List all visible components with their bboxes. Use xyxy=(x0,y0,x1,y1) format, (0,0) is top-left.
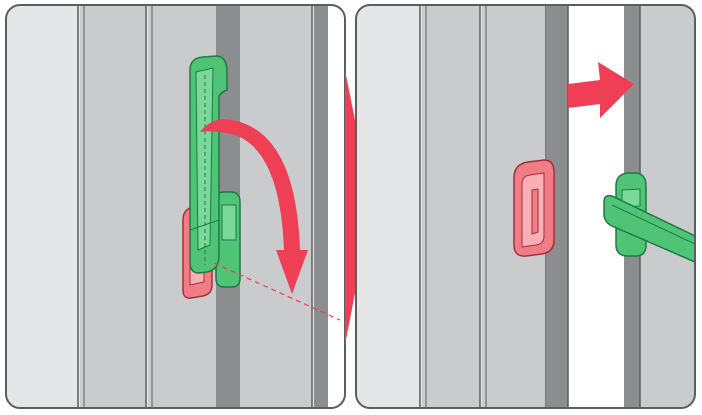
step-1-panel xyxy=(5,4,346,409)
frame-profile-outer xyxy=(356,5,420,408)
frame-profile-outer xyxy=(6,5,78,408)
step-2-border xyxy=(355,4,696,409)
glass-area xyxy=(328,5,345,408)
handle-icon xyxy=(603,172,695,264)
handle-icon xyxy=(189,55,228,274)
rotate-arrow-icon xyxy=(200,119,308,294)
frame-dark-band xyxy=(546,5,568,408)
step-2-panel xyxy=(355,4,696,409)
sash-profile xyxy=(640,5,695,408)
frame-profile-band-1 xyxy=(80,5,146,408)
handle-base-icon xyxy=(215,191,241,288)
sash-glass-edge xyxy=(314,5,328,408)
slide-arrow-icon xyxy=(568,62,634,118)
sash-profile xyxy=(240,5,312,408)
frame-profile-band-1 xyxy=(422,5,480,408)
recessed-pull-icon xyxy=(513,159,555,257)
